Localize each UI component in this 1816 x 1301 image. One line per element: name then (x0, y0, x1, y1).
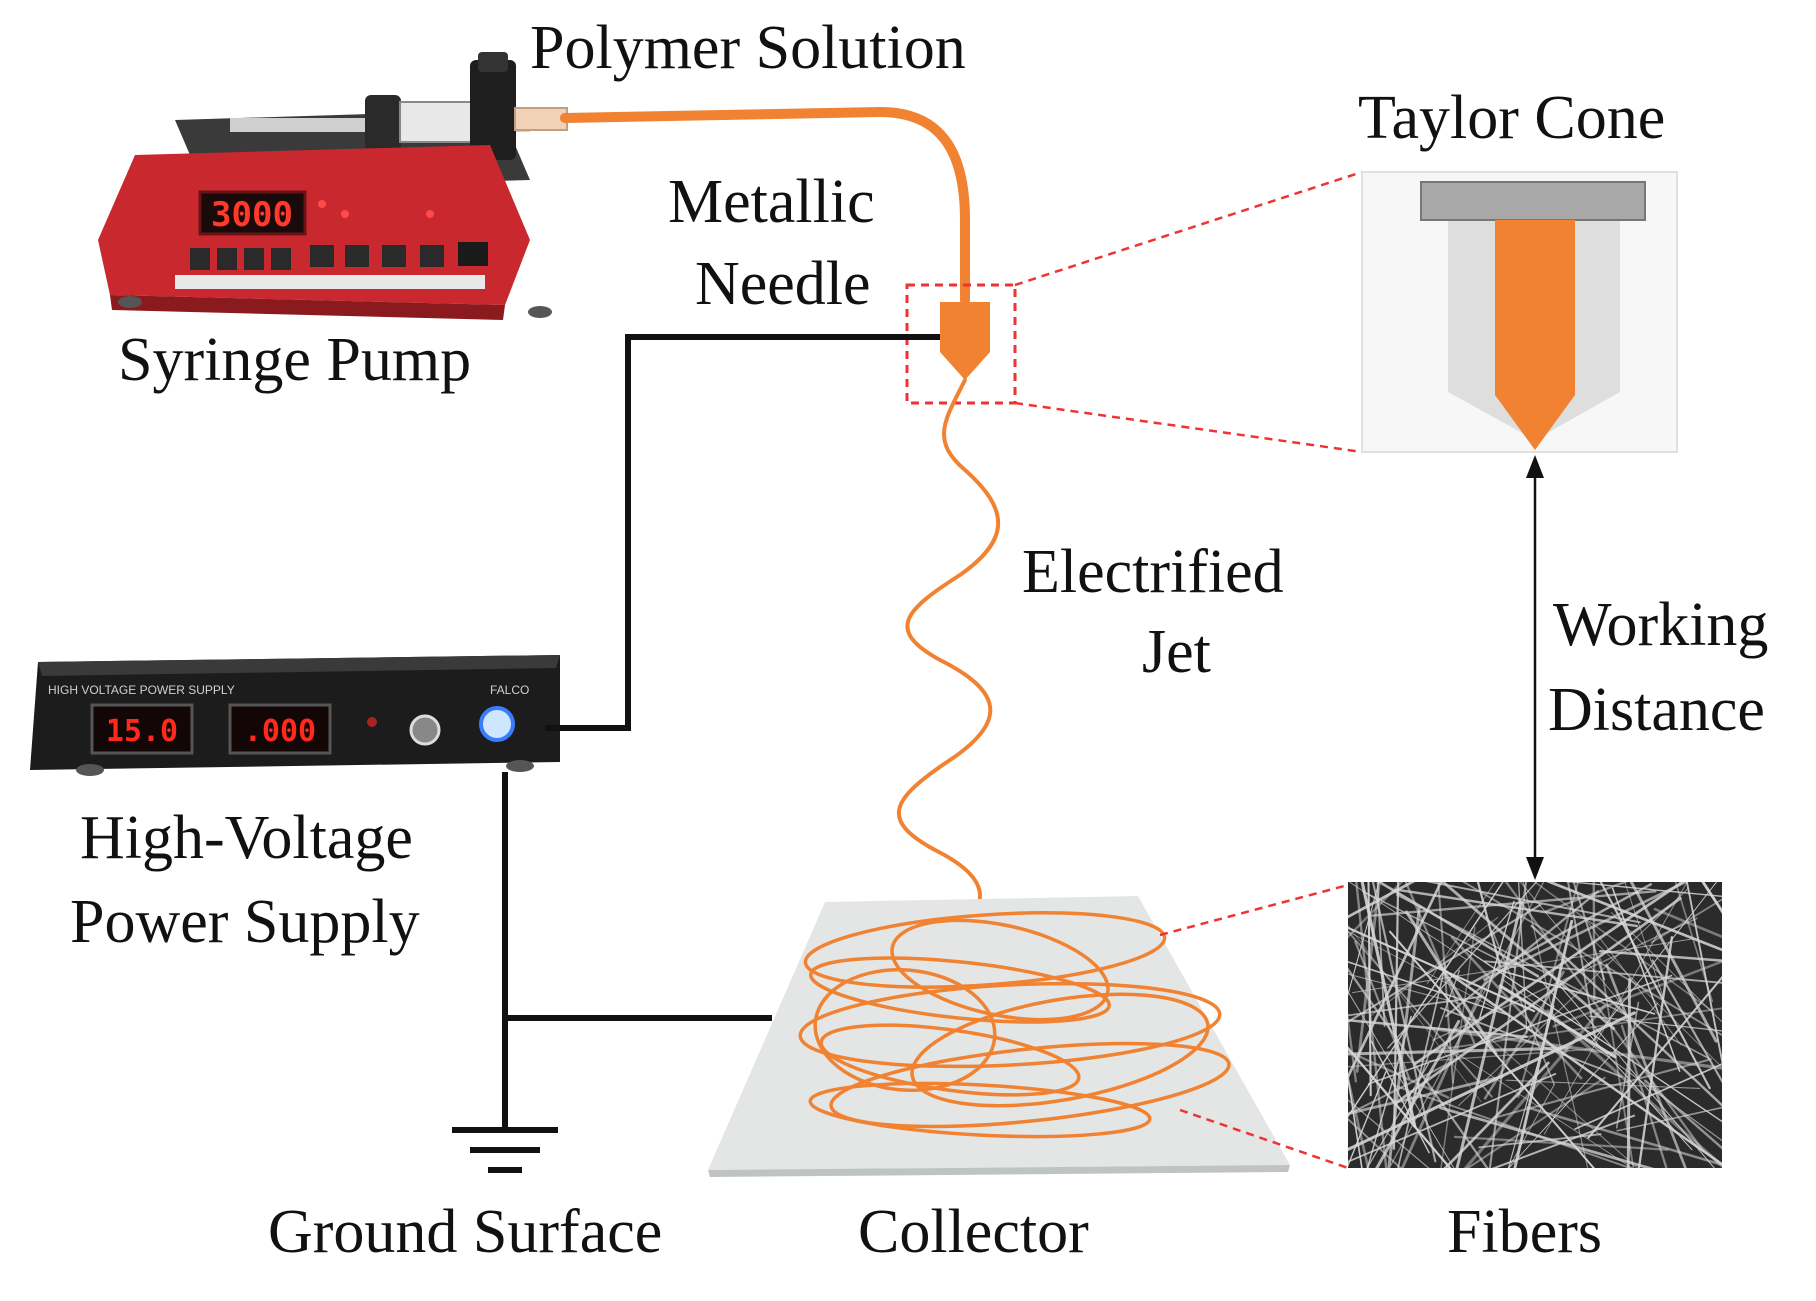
syringe-tip (515, 108, 567, 130)
needle-tip (940, 302, 990, 380)
label-metallic: Metallic (668, 168, 875, 236)
arrowhead-down (1526, 857, 1544, 880)
label-syringe-pump: Syringe Pump (118, 326, 471, 394)
clamp-knob (478, 52, 508, 72)
zoom-line-bottom (1015, 403, 1362, 452)
pump-display: 3000 (211, 195, 293, 235)
taylor-cone-inset (1362, 172, 1677, 452)
pump-key[interactable] (458, 242, 488, 266)
hv-to-needle-wire (545, 337, 940, 728)
pump-label-strip (175, 275, 485, 289)
hv-panel-title: HIGH VOLTAGE POWER SUPPLY (48, 683, 235, 697)
arrowhead-up (1526, 455, 1544, 478)
pump-led (341, 210, 349, 218)
power-switch-icon[interactable] (481, 708, 513, 740)
pump-key[interactable] (217, 248, 237, 270)
label-taylor-cone: Taylor Cone (1358, 84, 1665, 152)
label-collector: Collector (858, 1198, 1089, 1266)
label-working: Working (1553, 591, 1768, 659)
hv-foot (76, 764, 104, 776)
label-high-voltage: High-Voltage (80, 804, 413, 872)
label-ground-surface: Ground Surface (268, 1198, 662, 1266)
hv-brand: FALCO (490, 683, 529, 697)
collector (708, 896, 1290, 1177)
label-electrified: Electrified (1022, 538, 1284, 606)
pump-key[interactable] (190, 248, 210, 270)
hv-foot (506, 760, 534, 772)
label-jet: Jet (1142, 618, 1211, 686)
pump-led (426, 210, 434, 218)
syringe-clamp (470, 60, 516, 160)
fibers-zoom-line-top (1160, 885, 1348, 935)
metallic-needle (940, 302, 990, 380)
electrified-jet (899, 380, 998, 945)
pump-led (318, 200, 326, 208)
adjust-knob-icon[interactable] (411, 716, 439, 744)
pump-key[interactable] (244, 248, 264, 270)
syringe-pump: 3000 (98, 52, 567, 320)
zoom-line-top (1015, 172, 1362, 285)
label-distance: Distance (1548, 676, 1765, 744)
label-polymer-solution: Polymer Solution (530, 14, 966, 82)
needle-hub (1421, 182, 1645, 220)
pump-key[interactable] (382, 245, 406, 267)
pump-key[interactable] (271, 248, 291, 270)
ground-symbol-icon (452, 1130, 558, 1170)
output-led (367, 717, 377, 727)
label-power-supply: Power Supply (70, 888, 420, 956)
pump-key[interactable] (345, 245, 369, 267)
pump-foot (528, 306, 552, 318)
label-fibers: Fibers (1447, 1198, 1602, 1266)
high-voltage-power-supply: HIGH VOLTAGE POWER SUPPLY FALCO 15.0 .00… (30, 655, 560, 776)
current-display: .000 (244, 714, 316, 749)
label-needle: Needle (695, 250, 871, 318)
pump-key[interactable] (420, 245, 444, 267)
working-distance-arrow (1526, 455, 1544, 880)
voltage-display: 15.0 (106, 714, 178, 749)
pump-foot (118, 296, 142, 308)
pump-key[interactable] (310, 245, 334, 267)
